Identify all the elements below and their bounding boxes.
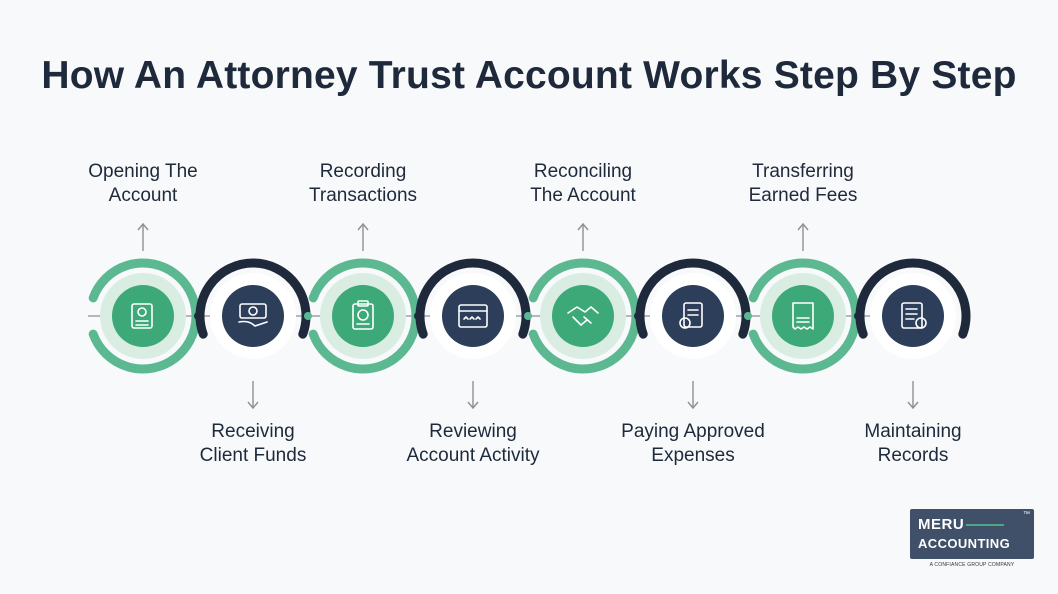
icon-circle bbox=[772, 285, 834, 347]
icon-circle bbox=[552, 285, 614, 347]
step-node-6 bbox=[635, 258, 751, 359]
icon-circle bbox=[442, 285, 504, 347]
arrowhead bbox=[137, 222, 149, 231]
browser-review-icon bbox=[458, 304, 488, 328]
logo-line1: MERU bbox=[918, 516, 1005, 533]
step-node-8 bbox=[855, 258, 971, 359]
connector-dot bbox=[744, 312, 752, 320]
outer-ring bbox=[635, 258, 751, 339]
step-node-2 bbox=[195, 258, 311, 359]
company-logo: MERU ACCOUNTING ™ bbox=[910, 509, 1034, 559]
step-node-4 bbox=[415, 258, 531, 359]
arrowhead bbox=[797, 222, 809, 231]
step-label-line: Reviewing bbox=[429, 421, 517, 442]
arrowhead bbox=[577, 222, 589, 231]
outer-ring bbox=[195, 258, 311, 339]
logo-line2: ACCOUNTING bbox=[918, 536, 1011, 551]
arrowhead bbox=[687, 401, 699, 410]
step-label-line: Receiving bbox=[211, 421, 295, 442]
invoice-payment-icon bbox=[679, 302, 703, 329]
step-label-line: Recording bbox=[319, 161, 407, 182]
certificate-icon bbox=[131, 303, 153, 329]
page-title: How An Attorney Trust Account Works Step… bbox=[41, 54, 1017, 97]
icon-circle bbox=[222, 285, 284, 347]
step-label-line: Expenses bbox=[651, 445, 735, 466]
connector-dot bbox=[304, 312, 312, 320]
logo-tagline: A CONFIANCE GROUP COMPANY bbox=[929, 562, 1015, 568]
icon-circle bbox=[882, 285, 944, 347]
step-node-7 bbox=[748, 258, 861, 374]
icon-circle bbox=[662, 285, 724, 347]
step-label-line: Client Funds bbox=[199, 445, 307, 466]
step-label-line: Opening The bbox=[88, 161, 198, 182]
step-label-line: Account bbox=[108, 185, 178, 206]
handshake-icon bbox=[567, 306, 599, 326]
step-label-line: The Account bbox=[530, 185, 636, 206]
clipboard-icon bbox=[352, 300, 374, 330]
fee-receipt-icon bbox=[792, 302, 814, 330]
step-node-3 bbox=[308, 258, 421, 374]
step-node-5 bbox=[528, 258, 641, 374]
step-label-line: Reconciling bbox=[533, 161, 633, 182]
outer-ring bbox=[855, 258, 971, 339]
step-label-line: Transferring bbox=[752, 161, 854, 182]
step-label-line: Earned Fees bbox=[748, 185, 858, 206]
logo-trademark: ™ bbox=[1023, 511, 1030, 518]
step-label-line: Records bbox=[877, 445, 949, 466]
cash-hand-icon bbox=[238, 303, 268, 327]
arrowhead bbox=[247, 401, 259, 410]
arrowhead bbox=[357, 222, 369, 231]
step-label-line: Paying Approved bbox=[621, 421, 765, 442]
arrowhead bbox=[467, 401, 479, 410]
step-label-line: Maintaining bbox=[864, 421, 962, 442]
step-node-1 bbox=[88, 258, 201, 374]
records-gear-icon bbox=[901, 302, 927, 329]
arrowhead bbox=[907, 401, 919, 410]
connector-dot bbox=[524, 312, 532, 320]
outer-ring bbox=[415, 258, 531, 339]
step-label-line: Transactions bbox=[308, 185, 418, 206]
icon-circle bbox=[332, 285, 394, 347]
step-label-line: Account Activity bbox=[406, 445, 540, 466]
